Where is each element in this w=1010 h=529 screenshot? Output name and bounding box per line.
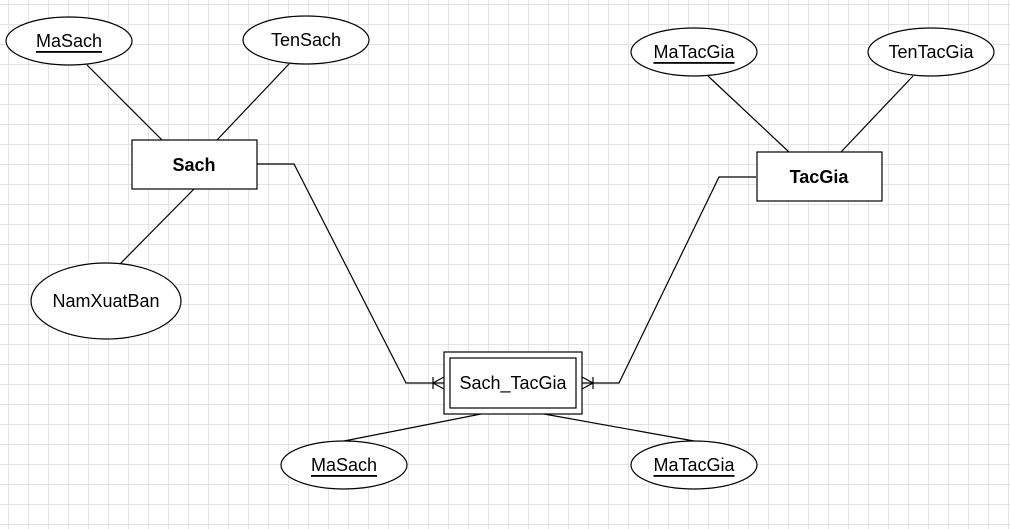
attribute-sachtacgia-matacgia-label: MaTacGia [653, 455, 735, 475]
attribute-sach-namxuatban-label: NamXuatBan [52, 291, 159, 311]
attribute-sach-masach-label: MaSach [36, 31, 102, 51]
entity-tacgia-label: TacGia [790, 167, 850, 187]
line-sach-masach [86, 64, 163, 141]
attribute-sach-tensach[interactable]: TenSach [242, 15, 370, 65]
line-sachtacgia-matacgia [543, 413, 695, 442]
attribute-tacgia-tentacgia-label: TenTacGia [888, 42, 974, 62]
line-tacgia-tentacgia [840, 75, 914, 153]
crowsfoot-right-marker [581, 376, 594, 390]
entity-tacgia[interactable]: TacGia [756, 151, 883, 202]
connector-sach-to-sachtacgia [257, 163, 444, 384]
attribute-sachtacgia-matacgia[interactable]: MaTacGia [630, 440, 758, 490]
attribute-sach-masach[interactable]: MaSach [5, 16, 133, 66]
crowsfoot-left-marker [432, 376, 445, 390]
attribute-sach-tensach-label: TenSach [271, 30, 341, 50]
attribute-sach-namxuatban[interactable]: NamXuatBan [30, 262, 182, 340]
line-sachtacgia-masach [343, 413, 482, 442]
entity-sach[interactable]: Sach [131, 139, 258, 190]
connector-tacgia-to-sachtacgia [582, 176, 756, 384]
attribute-sachtacgia-masach[interactable]: MaSach [280, 440, 408, 490]
attribute-tacgia-tentacgia[interactable]: TenTacGia [867, 27, 995, 77]
line-tacgia-matacgia [707, 75, 790, 153]
attribute-tacgia-matacgia[interactable]: MaTacGia [630, 27, 758, 77]
attribute-tacgia-matacgia-label: MaTacGia [653, 42, 735, 62]
entity-sach-label: Sach [172, 155, 215, 175]
entity-sach-tacgia[interactable]: Sach_TacGia [443, 351, 583, 415]
attribute-sachtacgia-masach-label: MaSach [311, 455, 377, 475]
line-sach-tensach [216, 63, 290, 141]
entity-sach-tacgia-label: Sach_TacGia [459, 373, 567, 394]
line-sach-namxuatban [117, 188, 195, 267]
